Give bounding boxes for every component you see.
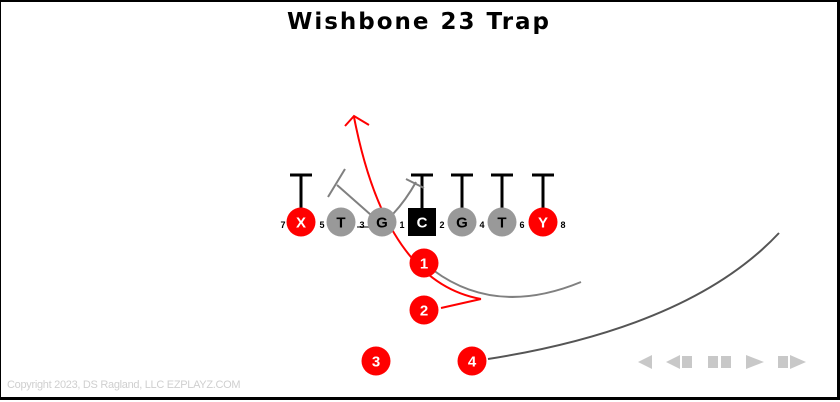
tackle-block-cap — [327, 168, 346, 198]
player-circle — [326, 207, 356, 237]
back-1: 1 — [409, 248, 439, 278]
player-label: G — [376, 215, 388, 232]
back-circle — [457, 346, 487, 376]
gap-number: 5 — [319, 220, 324, 230]
back-circle — [409, 295, 439, 325]
gap-number: 3 — [359, 220, 364, 230]
player-label: G — [456, 215, 468, 232]
player-circle — [487, 207, 517, 237]
player-circle — [447, 207, 477, 237]
back-label: 4 — [468, 354, 477, 371]
copyright-text: Copyright 2023, DS Ragland, LLC EZPLAYZ.… — [7, 379, 241, 391]
frame-forward-icon[interactable] — [777, 355, 807, 369]
block-mark-y — [532, 173, 554, 210]
player-label: T — [497, 215, 506, 232]
ball-route-handoff — [440, 298, 482, 309]
player-circle — [528, 207, 558, 237]
ball-route-arrow — [344, 114, 370, 127]
guard-pull-route — [392, 181, 417, 215]
block-mark-c — [411, 173, 433, 210]
backfield: 1 2 3 4 — [361, 248, 487, 376]
block-mark-t-right — [491, 173, 513, 210]
player-g: G — [367, 207, 397, 237]
block-mark-g-right — [451, 173, 473, 210]
gap-number: 4 — [479, 220, 484, 230]
gap-number: 8 — [560, 220, 565, 230]
back-label: 2 — [420, 303, 428, 320]
player-label: T — [336, 215, 345, 232]
step-back-icon[interactable] — [637, 355, 653, 369]
player-label: X — [296, 215, 306, 232]
ball-route — [344, 114, 482, 309]
player-label: C — [417, 215, 428, 232]
player-x: X — [286, 207, 316, 237]
gap-number: 1 — [399, 220, 404, 230]
ball-route-curve — [353, 116, 482, 300]
back-2: 2 — [409, 295, 439, 325]
tackle-block-route — [336, 184, 372, 216]
pause-icon[interactable] — [707, 355, 733, 369]
player-circle — [286, 207, 316, 237]
guard-pull-cap — [405, 178, 425, 189]
play-title: Wishbone 23 Trap — [286, 9, 552, 35]
player-t: T — [487, 207, 517, 237]
player-circle — [367, 207, 397, 237]
back4-route — [487, 232, 780, 360]
gap-number: 7 — [280, 220, 285, 230]
back1-route — [432, 269, 582, 298]
player-square — [408, 208, 436, 236]
block-marks — [290, 173, 554, 210]
back-circle — [409, 248, 439, 278]
gap-number: 2 — [439, 220, 444, 230]
gap-numbers: 7 5 3 1 2 4 6 8 — [280, 220, 565, 230]
block-mark-x — [290, 173, 312, 210]
player-label: Y — [538, 215, 548, 232]
playback-controls — [637, 353, 807, 371]
player-g: G — [447, 207, 477, 237]
back-label: 3 — [372, 354, 380, 371]
back-3: 3 — [361, 346, 391, 376]
back-label: 1 — [420, 256, 428, 273]
gray-blocks — [327, 168, 425, 228]
frame-back-icon[interactable] — [665, 355, 695, 369]
play-icon[interactable] — [745, 355, 765, 369]
player-t: T — [326, 207, 356, 237]
back-4: 4 — [457, 346, 487, 376]
back-circle — [361, 346, 391, 376]
player-c: C — [408, 208, 436, 236]
gap-number: 6 — [519, 220, 524, 230]
player-y: Y — [528, 207, 558, 237]
